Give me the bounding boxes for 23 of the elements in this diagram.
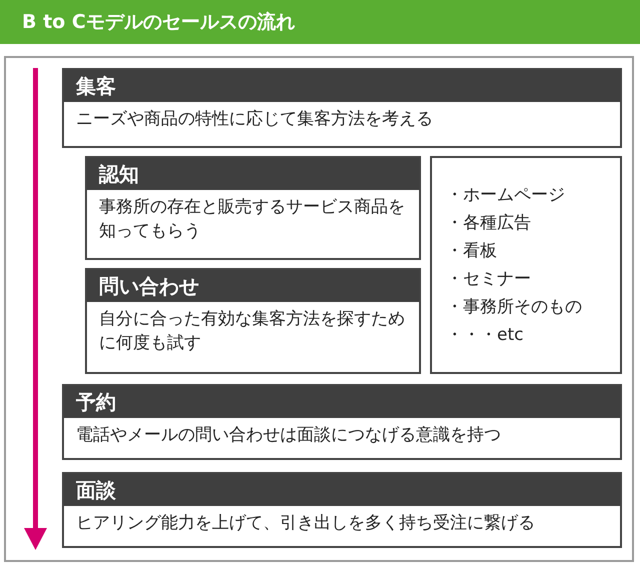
step-box [62, 384, 622, 460]
list-item: ・看板 [446, 240, 498, 263]
list-item: ・・・etc [446, 324, 524, 348]
list-box [430, 156, 622, 374]
step-heading: 認知 [87, 158, 419, 190]
list-item: ・各種広告 [446, 212, 532, 235]
step-heading: 集客 [64, 70, 620, 102]
list-item: ・セミナー [446, 268, 532, 291]
step-box [62, 472, 622, 548]
step-description: 事務所の存在と販売するサービス商品を知ってもらう [98, 196, 406, 243]
step-heading: 問い合わせ [87, 270, 419, 302]
list-item: ・事務所そのもの [446, 296, 583, 320]
step-heading: 予約 [64, 386, 620, 418]
step-box [85, 268, 421, 374]
step-description: 自分に合った有効な集客方法を探すために何度も試す [98, 308, 406, 355]
step-box [85, 156, 421, 260]
list-item: ・ホームページ [446, 184, 566, 207]
step-heading: 面談 [64, 474, 620, 506]
title-bar: B to Cモデルのセールスの流れ [0, 0, 640, 44]
step-description: ニーズや商品の特性に応じて集客方法を考える [75, 108, 434, 131]
step-description: 電話やメールの問い合わせは面談につなげる意識を持つ [75, 424, 502, 447]
step-description: ヒアリング能力を上げて、引き出しを多く持ち受注に繋げる [75, 512, 536, 535]
step-box [62, 68, 622, 148]
